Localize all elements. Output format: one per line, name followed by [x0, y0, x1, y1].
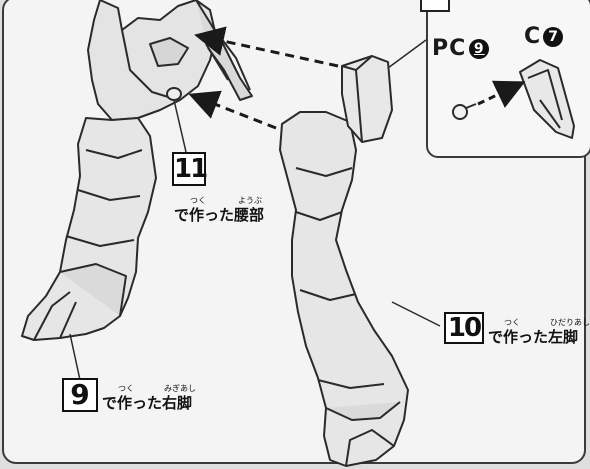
caption-text: で作った左脚: [488, 328, 578, 346]
step-11-box: 11: [172, 152, 206, 186]
step-11-caption: つく ようぶ で作った腰部: [174, 204, 264, 225]
arrow-pc-to-c: [478, 84, 520, 104]
c-part-drawing: [520, 60, 574, 138]
ruby-hidariashi: ひだりあし: [550, 317, 590, 328]
ruby-tsuku: つく: [190, 195, 206, 206]
caption-text: で作った右脚: [102, 394, 192, 412]
ruby-tsuku: つく: [118, 383, 134, 394]
ruby-youbu: ようぶ: [238, 195, 262, 206]
ruby-migiashi: みぎあし: [164, 383, 196, 394]
step-9-caption: つく みぎあし で作った右脚: [102, 392, 192, 413]
step-10-box: 10: [444, 312, 484, 344]
pc-part-drawing: [453, 104, 476, 119]
step-9-box: 9: [62, 378, 98, 412]
caption-text: で作った腰部: [174, 206, 264, 224]
step-10-caption: つく ひだりあし で作った左脚: [488, 326, 578, 347]
ruby-tsuku: つく: [504, 317, 520, 328]
